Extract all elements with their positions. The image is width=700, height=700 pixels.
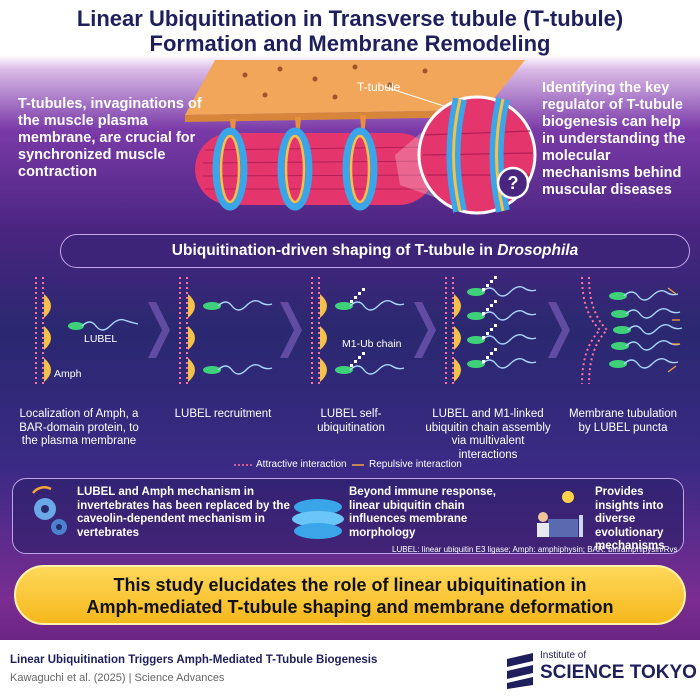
banner-prefix: Ubiquitination-driven shaping of T-tubul… bbox=[171, 242, 498, 259]
intro-left-text: T-tubules, invaginations of the muscle p… bbox=[18, 96, 202, 180]
findings-box: LUBEL and Amph mechanism in invertebrate… bbox=[12, 478, 684, 554]
footer-citation: Kawaguchi et al. (2025) | Science Advanc… bbox=[10, 672, 225, 684]
membrane-vesicle-icon bbox=[292, 499, 344, 539]
question-badge bbox=[496, 166, 530, 200]
interaction-legend: Attractive interaction Repulsive interac… bbox=[232, 458, 468, 472]
gear-icon bbox=[31, 486, 67, 535]
step-5-diagram bbox=[581, 276, 683, 385]
amph-rings bbox=[219, 134, 371, 204]
step-arrow-1 bbox=[148, 302, 170, 358]
step-caption-4: LUBEL and M1-linked ubiquitin chain asse… bbox=[425, 408, 551, 461]
legend-swatches bbox=[234, 464, 364, 466]
step-arrow-4 bbox=[548, 302, 570, 358]
main-panel: Linear Ubiquitination in Transverse tubu… bbox=[0, 0, 700, 640]
legend-attractive: Attractive interaction bbox=[256, 459, 347, 470]
step-caption-1: Localization of Amph, a BAR-domain prote… bbox=[19, 408, 139, 447]
membrane-pores bbox=[242, 64, 428, 100]
findings-icons bbox=[31, 486, 583, 539]
finding-1: LUBEL and Amph mechanism in invertebrate… bbox=[77, 486, 290, 539]
section-banner: Ubiquitination-driven shaping of T-tubul… bbox=[60, 234, 690, 268]
amph-label: Amph bbox=[54, 368, 82, 380]
science-tokyo-logo-icon bbox=[507, 653, 533, 689]
t-tubule-pointer bbox=[384, 86, 448, 108]
t-tubule-rings bbox=[212, 127, 378, 211]
m1-chain-label: M1-Ub chain bbox=[342, 338, 402, 350]
conclusion-line-2: Amph-mediated T-tubule shaping and membr… bbox=[86, 597, 614, 617]
step-arrow-2 bbox=[280, 302, 302, 358]
step-caption-2: LUBEL recruitment bbox=[174, 408, 272, 420]
finding-3: Provides insights into diverse evolution… bbox=[595, 486, 665, 552]
conclusion-banner: This study elucidates the role of linear… bbox=[14, 565, 686, 625]
step-arrow-3 bbox=[414, 302, 436, 358]
plasma-membrane-sheet bbox=[185, 60, 525, 115]
step-caption-3: LUBEL self-ubiquitination bbox=[317, 408, 385, 434]
logo-institute-of: Institute of bbox=[540, 650, 587, 661]
lubel-label: LUBEL bbox=[84, 333, 118, 345]
finding-2: Beyond immune response, linear ubiquitin… bbox=[349, 486, 496, 539]
banner-title: Ubiquitination-driven shaping of T-tubul… bbox=[61, 242, 689, 260]
scientist-icon bbox=[537, 491, 583, 537]
zoom-amph bbox=[452, 98, 462, 212]
membrane-edge bbox=[185, 110, 485, 122]
repulsive-arrows bbox=[667, 287, 680, 373]
intro-right-text: Identifying the key regulator of T-tubul… bbox=[542, 80, 686, 198]
abbreviations-note: LUBEL: linear ubiquitin E3 ligase; Amph:… bbox=[392, 545, 678, 554]
step-4-diagram bbox=[445, 276, 537, 385]
footer: Linear Ubiquitination Triggers Amph-Medi… bbox=[0, 640, 700, 700]
question-mark: ? bbox=[508, 173, 519, 193]
legend-repulsive: Repulsive interaction bbox=[369, 459, 462, 470]
mechanism-steps bbox=[35, 276, 683, 385]
page-title: Linear Ubiquitination in Transverse tubu… bbox=[0, 6, 700, 56]
t-tubule-label: T-tubule bbox=[357, 80, 401, 94]
conclusion-line-1: This study elucidates the role of linear… bbox=[113, 575, 587, 595]
conclusion-text: This study elucidates the role of linear… bbox=[16, 574, 684, 618]
step-caption-5: Membrane tubulation by LUBEL puncta bbox=[568, 408, 678, 434]
footer-headline: Linear Ubiquitination Triggers Amph-Medi… bbox=[10, 654, 378, 666]
logo-science-tokyo: SCIENCE TOKYO bbox=[540, 662, 697, 683]
step-1-diagram bbox=[35, 276, 139, 385]
step-3-diagram bbox=[311, 276, 405, 385]
title-line-2: Formation and Membrane Remodeling bbox=[149, 31, 551, 56]
title-line-1: Linear Ubiquitination in Transverse tubu… bbox=[76, 6, 624, 31]
zoom-amph-2 bbox=[495, 98, 505, 212]
banner-species: Drosophila bbox=[497, 242, 579, 259]
muscle-fiber-illustration: ? bbox=[185, 60, 537, 215]
step-2-diagram bbox=[179, 276, 273, 385]
